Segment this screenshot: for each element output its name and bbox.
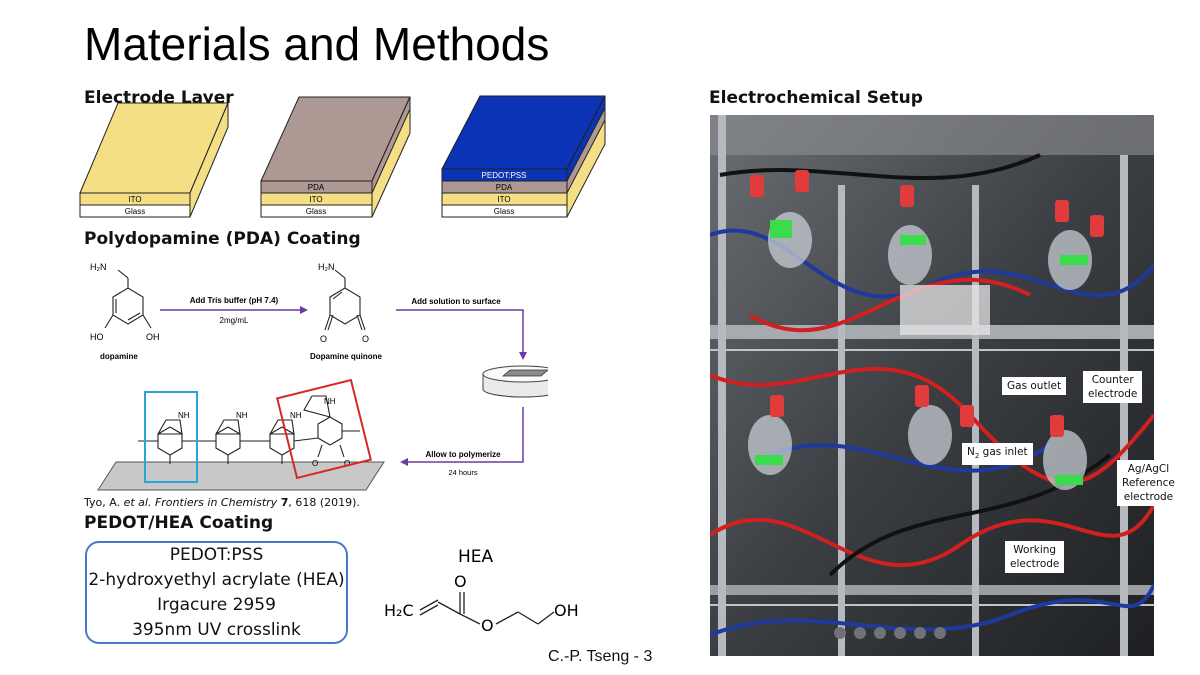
stack3-pda-label: PDA [496,183,513,192]
electrochemical-setup-photo [710,115,1154,656]
electrode-stack-pda: PDA ITO Glass [260,96,411,218]
stack2-ito-label: ITO [309,195,322,204]
dopamine-quinone-molecule [324,269,366,331]
quinone-h2n: H₂N [318,262,335,272]
dopamine-ho: HO [90,332,104,342]
hea-o-top: O [454,572,467,591]
dopamine-h2n: H₂N [90,262,107,272]
hea-h2c: H₂C [384,601,414,620]
composition-line-1: PEDOT:PSS [169,544,264,565]
step1-label: Add Tris buffer (pH 7.4) [190,296,279,305]
polymer-o-1: O [312,459,318,468]
hea-label: HEA [458,547,494,567]
composition-line-4: 395nm UV crosslink [132,619,301,640]
stack3-glass-label: Glass [494,207,514,216]
nh-atom-1: NH [178,411,190,420]
electrochemical-setup-heading: Electrochemical Setup [709,88,923,108]
polydopamine-surface: NH NH NH NH O O [97,378,385,491]
hea-structure: HEA O H₂C O OH [384,547,579,635]
pedot-coating-heading: PEDOT/HEA Coating [84,513,274,533]
step2-label: Add solution to surface [411,297,501,306]
nh-atom-2: NH [236,411,248,420]
step3-sub: 24 hours [448,468,477,477]
electrode-stack-ito: ITO Glass [79,102,229,218]
quinone-o-left: O [320,334,327,344]
highlight-box-blue [144,391,198,483]
pda-reaction-scheme: H₂N HO OH dopamine Add Tris buffer (pH 7… [90,262,548,491]
composition-line-2: 2-hydroxyethyl acrylate (HEA) [88,569,345,590]
stack2-pda-label: PDA [308,183,325,192]
stack3-ito-label: ITO [497,195,510,204]
electrochemical-cell [748,170,1104,490]
quinone-o-right: O [362,334,369,344]
callout-gas-outlet: Gas outlet [1002,377,1067,395]
hea-o-mid: O [481,616,494,635]
stack1-glass-label: Glass [125,207,145,216]
electrode-stack-pedot: PEDOT:PSS PDA ITO Glass [441,95,606,218]
electrode-layer-diagram: ITO Glass PDA ITO Glass PEDOT:PSS PDA IT… [79,95,606,218]
stack1-ito-label: ITO [128,195,141,204]
dopamine-oh: OH [146,332,160,342]
highlight-box-red [275,378,373,480]
slide-footer: C.-P. Tseng - 3 [548,648,653,665]
step1-sub: 2mg/mL [220,316,249,325]
citation-reference: Tyo, A. et al. Frontiers in Chemistry 7,… [84,496,360,509]
coating-composition-box: PEDOT:PSS 2-hydroxyethyl acrylate (HEA) … [85,541,348,644]
polymer-o-2: O [344,459,350,468]
slide-title: Materials and Methods [84,18,550,70]
pda-coating-heading: Polydopamine (PDA) Coating [84,229,361,249]
callout-n2-gas-inlet: N2 gas inlet [962,443,1033,466]
hea-oh: OH [554,601,579,620]
nh-atom-3: NH [290,411,302,420]
composition-line-3: Irgacure 2959 [157,594,276,615]
petri-dish [482,365,548,398]
stack3-pedot-label: PEDOT:PSS [482,171,527,180]
stack2-glass-label: Glass [306,207,326,216]
quinone-label: Dopamine quinone [310,352,383,361]
nh-atom-4: NH [324,397,336,406]
dopamine-label: dopamine [100,352,138,361]
dopamine-molecule [104,269,152,329]
step3-label: Allow to polymerize [425,450,501,459]
